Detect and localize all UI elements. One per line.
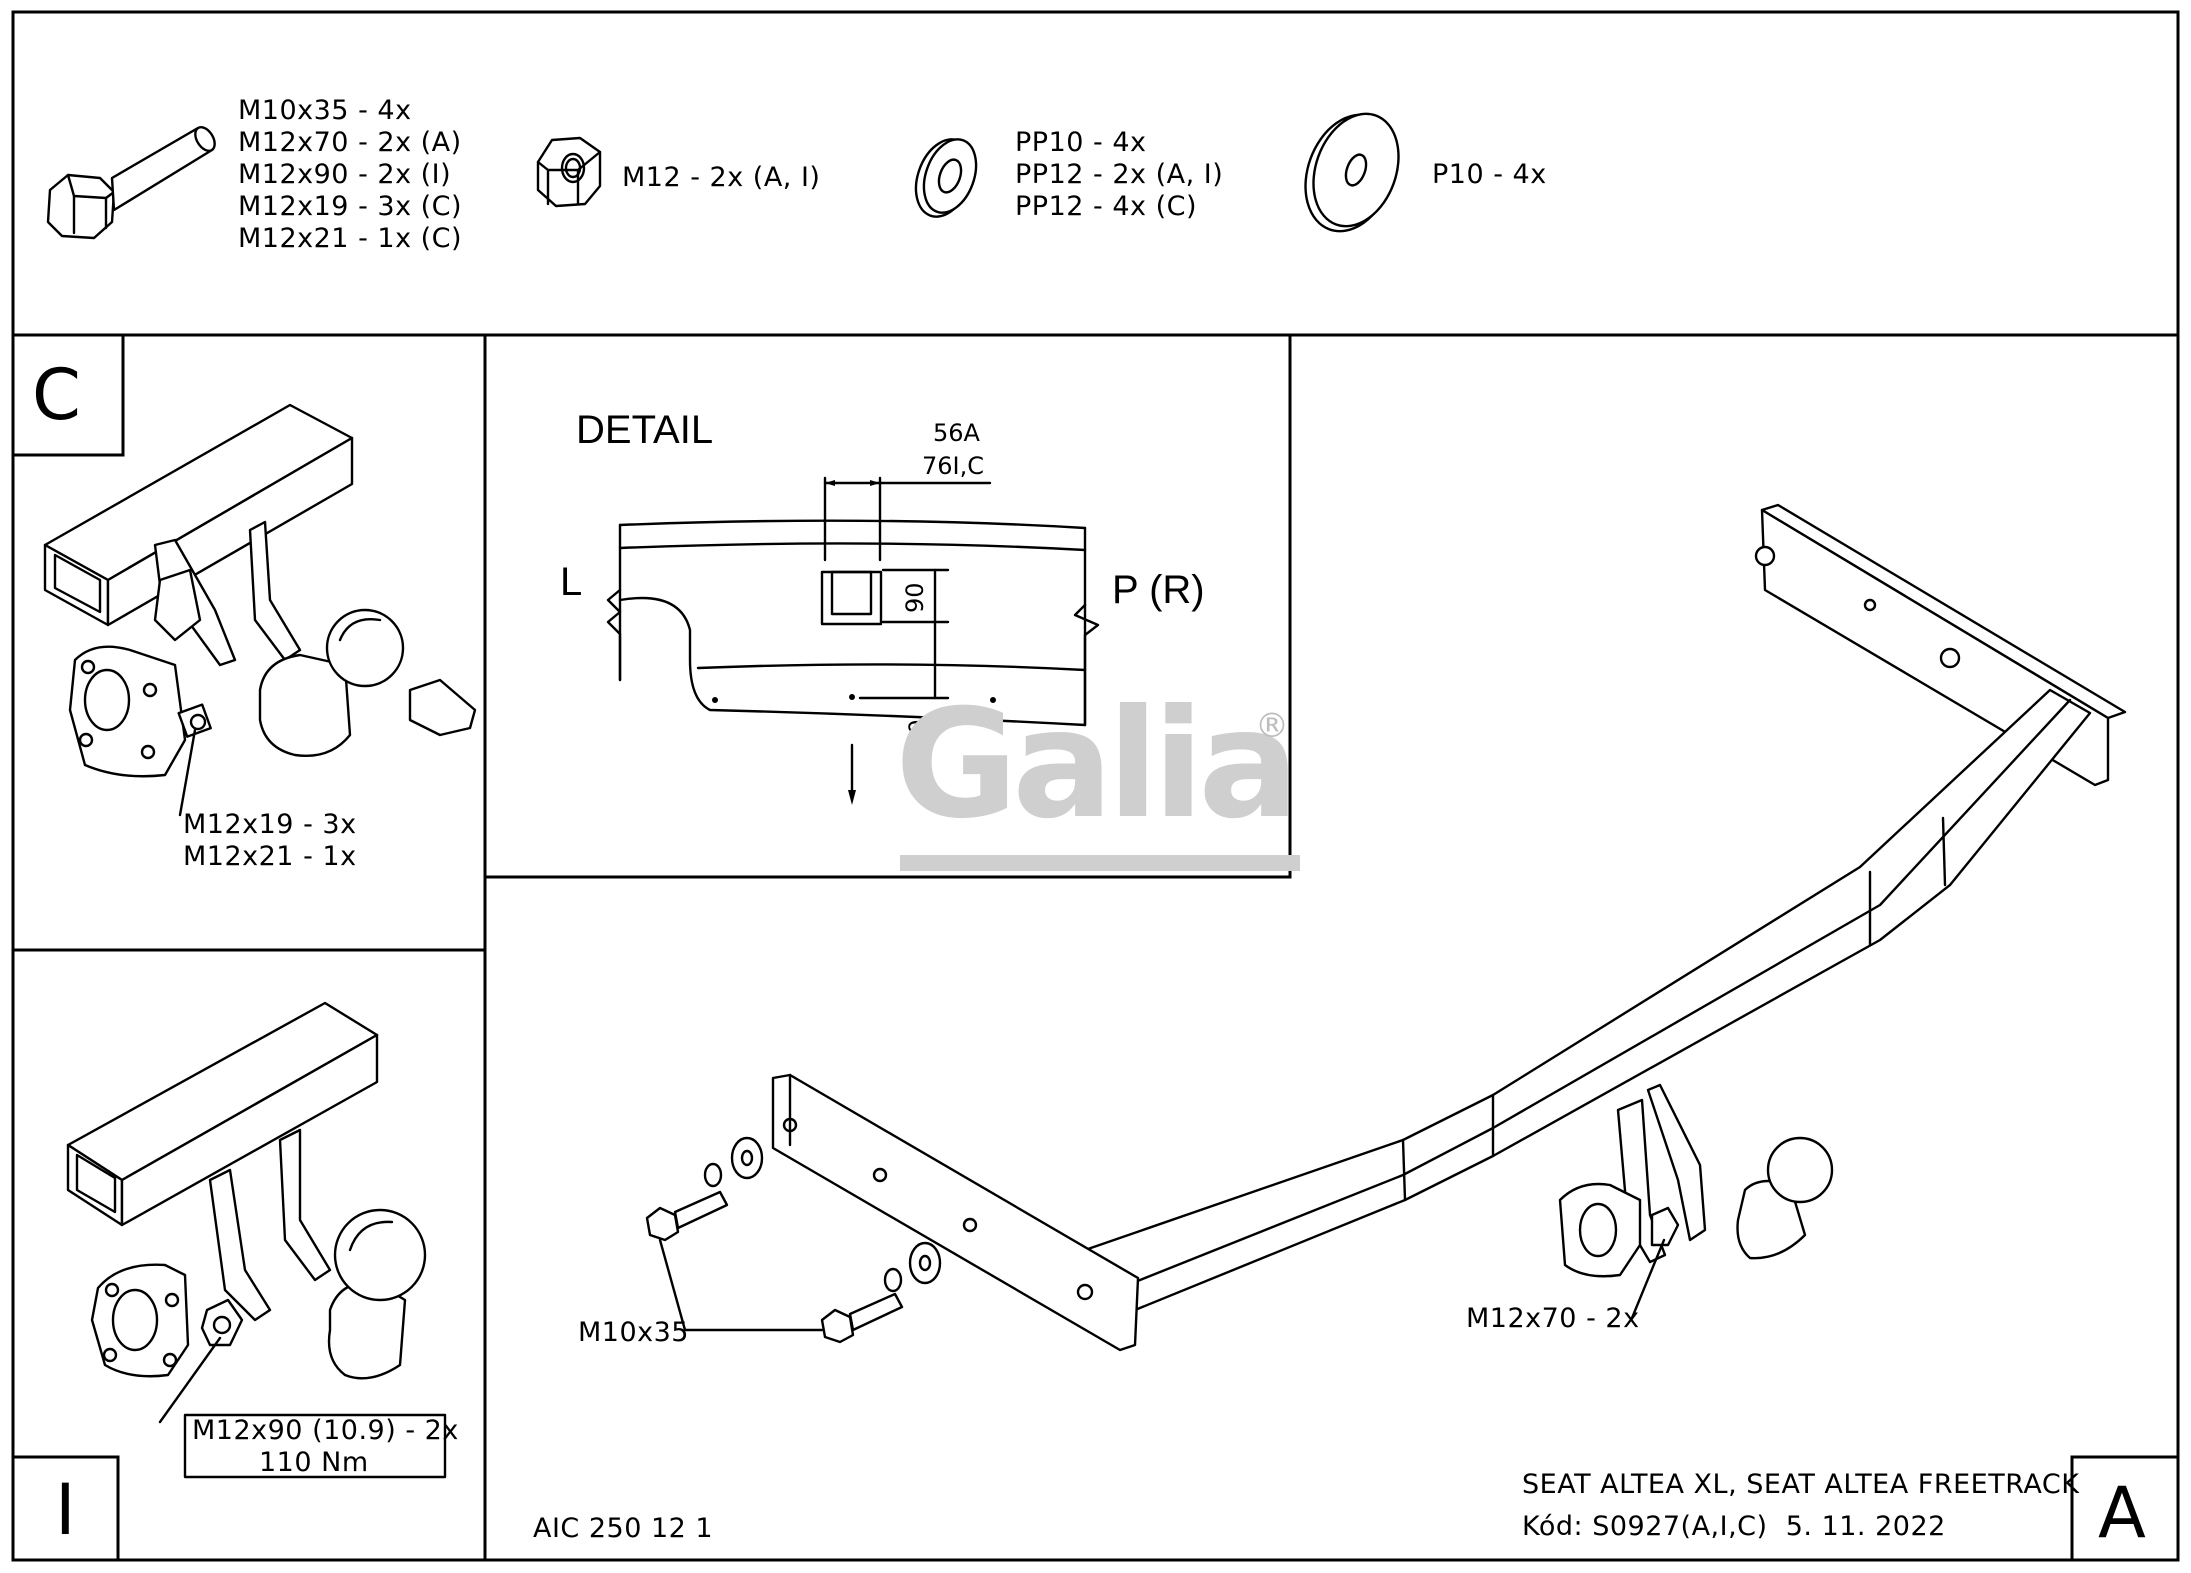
spring-washer-spec-1: PP10 - 4x (1015, 127, 1147, 158)
outer-frame (11, 10, 2180, 1562)
nut-icon (536, 136, 602, 208)
main-bolt-label-right: M12x70 - 2x (1466, 1303, 1640, 1334)
galia-registered-mark: ® (1255, 706, 1290, 746)
spring-washer-spec-3: PP12 - 4x (C) (1015, 191, 1197, 222)
panel-c-towbar-illustration (43, 403, 477, 817)
detail-dim-56a: 56A (933, 419, 980, 447)
detail-dim-90: 90 (901, 582, 929, 613)
flat-washer-spec: P10 - 4x (1432, 159, 1547, 190)
bolt-spec-3: M12x90 - 2x (I) (238, 159, 452, 190)
panel-letter-i: I (55, 1469, 76, 1551)
bolt-spec-1: M10x35 - 4x (238, 95, 412, 126)
vehicle-name: SEAT ALTEA XL, SEAT ALTEA FREETRACK (1522, 1469, 2080, 1500)
kit-code-date: Kód: S0927(A,I,C) 5. 11. 2022 (1522, 1511, 1946, 1542)
bolt-spec-4: M12x19 - 3x (C) (238, 191, 463, 222)
letter-box-a (2070, 1455, 2178, 1560)
panel-letter-c: C (32, 354, 81, 436)
panel-c-bolt-label-1: M12x19 - 3x (183, 809, 357, 840)
detail-illustration (606, 476, 1300, 871)
m10-bolt-assembly-lower (820, 1241, 942, 1344)
detail-dim-76ic: 76I,C (922, 452, 985, 480)
main-bolt-label-left: M10x35 (578, 1317, 689, 1348)
panel-c-bolt-label-2: M12x21 - 1x (183, 841, 357, 872)
m10-bolt-assembly-upper (645, 1136, 764, 1242)
panel-i-towbar-illustration (66, 1001, 447, 1479)
detail-title: DETAIL (576, 408, 714, 452)
bolt-spec-5: M12x21 - 1x (C) (238, 223, 463, 254)
drawing-number: AIC 250 12 1 (533, 1513, 714, 1544)
torque-box (183, 1413, 447, 1479)
flat-washer-icon (1304, 112, 1400, 233)
detail-left-label: L (560, 560, 583, 604)
letter-box-i (13, 1455, 120, 1560)
letter-box-c (13, 335, 125, 457)
main-towbar-assembly (645, 503, 2127, 1352)
bolt-icon (46, 125, 216, 240)
bolt-spec-2: M12x70 - 2x (A) (238, 127, 462, 158)
galia-logo: Galia (895, 678, 1299, 852)
panel-letter-a: A (2098, 1472, 2146, 1554)
spring-washer-spec-2: PP12 - 2x (A, I) (1015, 159, 1224, 190)
detail-frame (485, 335, 1292, 879)
nut-spec: M12 - 2x (A, I) (622, 162, 821, 193)
panel-i-torque: 110 Nm (259, 1447, 369, 1478)
detail-right-label: P (R) (1112, 568, 1205, 612)
panel-i-bolt-label: M12x90 (10.9) - 2x (192, 1415, 459, 1446)
spring-washer-icon (914, 138, 978, 218)
